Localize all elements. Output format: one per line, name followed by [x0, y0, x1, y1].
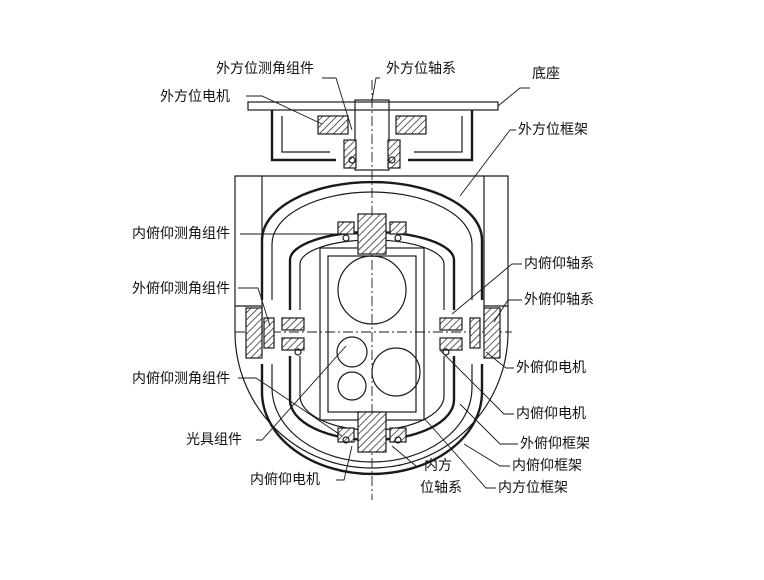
leader-lines	[238, 77, 530, 489]
label-inner-pitch-frame: 内俯仰框架	[512, 458, 582, 474]
label-outer-pitch-shaft: 外俯仰轴系	[524, 292, 594, 308]
label-inner-azimuth-2: 位轴系	[420, 480, 462, 496]
label-inner-motor-bottom: 内俯仰电机	[250, 472, 320, 488]
inner-pitch-shaft-top	[337, 213, 407, 255]
outer-azimuth-shaft	[317, 99, 427, 171]
label-outer-pitch-angle: 外俯仰测角组件	[132, 281, 230, 297]
label-outer-frame: 外方位框架	[518, 122, 588, 138]
optics	[336, 255, 421, 401]
label-optics: 光具组件	[186, 432, 242, 448]
label-inner-azimuth-frame: 内方位框架	[498, 480, 568, 496]
label-inner-pitch-motor-right: 内俯仰电机	[516, 406, 586, 422]
label-outer-shaft: 外方位轴系	[386, 61, 456, 77]
base	[247, 101, 499, 162]
label-inner-pitch-angle-top: 内俯仰测角组件	[132, 226, 230, 242]
label-inner-azimuth-1: 内方	[424, 458, 452, 474]
label-outer-pitch-motor: 外俯仰电机	[516, 360, 586, 376]
outer-pitch-frame	[260, 180, 484, 476]
label-base: 底座	[532, 66, 560, 82]
inner-pitch-shaft-bottom	[337, 411, 407, 453]
label-inner-pitch-shaft: 内俯仰轴系	[524, 256, 594, 272]
label-outer-motor: 外方位电机	[160, 89, 230, 105]
outer-pitch-shaft	[245, 307, 501, 359]
label-outer-pitch-frame: 外俯仰框架	[520, 436, 590, 452]
labels: 外方位测角组件 外方位轴系 底座 外方位电机 外方位框架 内俯仰测角组件 内俯仰…	[132, 61, 594, 496]
label-inner-pitch-angle-bottom: 内俯仰测角组件	[132, 371, 230, 387]
label-outer-angle-sensor: 外方位测角组件	[216, 61, 314, 77]
